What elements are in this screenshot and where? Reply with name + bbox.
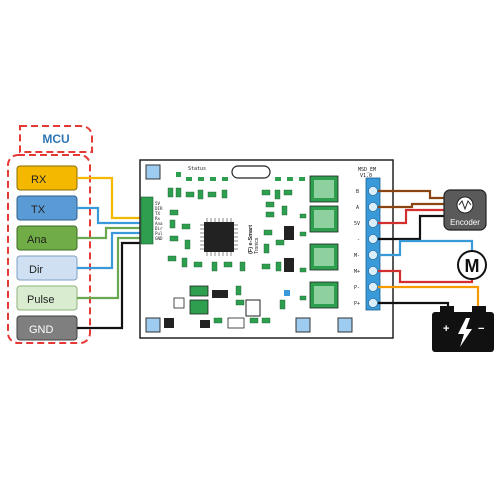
pin-ana-label: Ana <box>27 234 47 246</box>
model-label: MSD_EM <box>358 167 376 173</box>
header-label: Ana <box>155 221 163 226</box>
header-label: A <box>356 205 359 211</box>
crystal-oscillator <box>231 165 271 179</box>
status-label: Status <box>188 166 206 172</box>
wire-gnd <box>77 241 142 330</box>
wire-tx <box>77 206 142 225</box>
pin-tx-label: TX <box>31 204 46 216</box>
wire-rx <box>77 176 142 220</box>
encoder-icon <box>456 196 474 214</box>
wire-motor-neg <box>378 239 474 257</box>
mounting-hole <box>295 317 311 333</box>
microcontroller-chip <box>200 218 238 256</box>
pin-tx[interactable]: TX <box>16 195 78 221</box>
header-label: P- <box>354 285 360 291</box>
battery-plus: + <box>443 323 449 335</box>
brand-sub: Tronics <box>254 237 260 254</box>
header-label: Dir <box>155 226 163 231</box>
driver-board: Status MSD_EM V1.0 5V DIR TX Rx Ana Dir … <box>139 159 394 339</box>
header-label: 5V <box>155 201 161 206</box>
pin-rx[interactable]: RX <box>16 165 78 191</box>
header-label: GND <box>155 236 163 241</box>
mounting-hole <box>145 164 161 180</box>
pin-gnd[interactable]: GND <box>16 315 78 341</box>
ic-packages <box>164 226 294 329</box>
wire-battery-neg <box>378 285 480 310</box>
motor-label: M <box>465 256 480 276</box>
header-label: P+ <box>354 301 360 307</box>
mcu-wires <box>77 176 142 330</box>
pin-gnd-label: GND <box>29 324 54 336</box>
mcu-border <box>7 154 91 344</box>
wire-encoder-5v <box>378 208 444 225</box>
motor[interactable]: M <box>457 250 487 280</box>
header-label: DIR <box>155 206 163 211</box>
header-label: Pul <box>155 231 163 236</box>
mcu-title: MCU <box>42 132 69 146</box>
wire-dir <box>77 231 142 270</box>
battery-minus: − <box>478 323 484 335</box>
terminal-blocks <box>365 177 381 311</box>
led-row <box>176 172 305 181</box>
brand-logo: (F) e-Smart Tronics <box>248 225 260 254</box>
header-label: B <box>356 189 359 195</box>
left-header: 5V DIR TX Rx Ana Dir Pul GND <box>140 196 163 245</box>
battery[interactable]: + − <box>432 306 494 352</box>
mounting-hole <box>145 317 161 333</box>
pin-pulse[interactable]: Pulse <box>16 285 78 311</box>
header-label: 5V <box>354 221 360 227</box>
wire-encoder-b <box>378 189 444 200</box>
encoder[interactable]: Encoder <box>443 189 487 231</box>
encoder-label: Encoder <box>450 218 480 227</box>
header-label: TX <box>155 211 161 216</box>
mcu-tab-border <box>19 125 93 153</box>
lightning-icon <box>458 318 472 347</box>
header-label: M+ <box>354 269 360 275</box>
wire-ana <box>77 226 142 240</box>
pin-dir[interactable]: Dir <box>16 255 78 281</box>
header-label: Rx <box>155 216 161 221</box>
pin-pulse-label: Pulse <box>27 294 55 306</box>
pin-dir-label: Dir <box>29 264 43 276</box>
header-label: M- <box>354 253 360 259</box>
motor-icon <box>457 250 487 280</box>
mosfet-blocks <box>309 175 339 309</box>
wire-encoder-a <box>378 202 444 209</box>
pin-rx-label: RX <box>31 174 47 186</box>
header-label: - <box>357 237 360 243</box>
wire-pulse <box>77 236 142 300</box>
pin-ana[interactable]: Ana <box>16 225 78 251</box>
wire-encoder-gnd <box>378 214 444 241</box>
version-label: V1.0 <box>360 173 372 179</box>
wire-motor-pos <box>378 269 474 284</box>
mcu-panel: MCU RX TX Ana Dir Pulse GND <box>7 125 93 344</box>
mounting-hole <box>337 317 353 333</box>
right-header-labels: B A 5V - M- M+ P- P+ <box>354 189 360 307</box>
brand-label: (F) e-Smart <box>248 225 254 254</box>
